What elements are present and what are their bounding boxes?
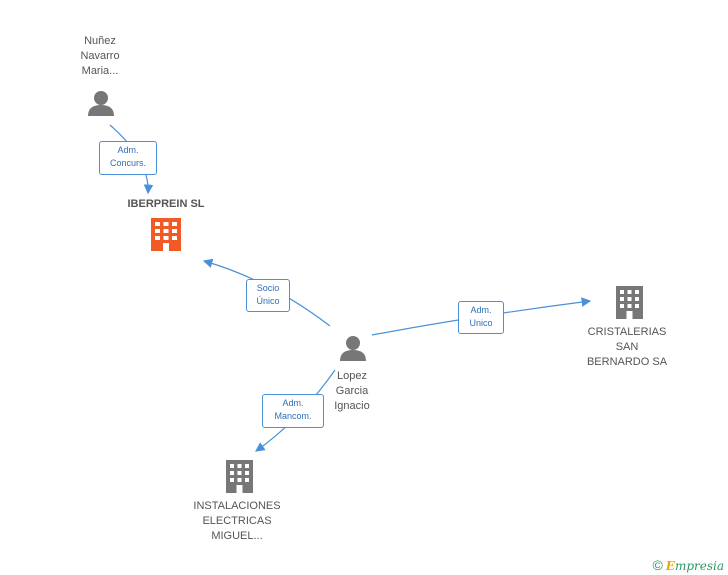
- person-icon[interactable]: [340, 336, 366, 361]
- node-label-lopez[interactable]: Lopez Garcia Ignacio: [334, 370, 370, 412]
- node-label-cristalerias[interactable]: CRISTALERIAS SAN BERNARDO SA: [586, 326, 668, 368]
- person-icon[interactable]: [88, 91, 114, 116]
- edge-label-adm-unico: Adm. Unico: [458, 301, 504, 334]
- empresia-logo[interactable]: ©Empresia: [652, 557, 724, 573]
- edge-label-socio-unico: Socio Único: [246, 279, 290, 312]
- node-label-nunez[interactable]: Nuñez Navarro Maria...: [80, 35, 120, 77]
- edge-label-adm-concurs: Adm. Concurs.: [99, 141, 157, 175]
- building-icon[interactable]: [226, 460, 253, 493]
- copyright-icon: ©: [652, 557, 663, 573]
- node-label-iberprein[interactable]: IBERPREIN SL: [127, 198, 205, 210]
- building-icon[interactable]: [151, 218, 181, 251]
- edge-label-adm-mancom: Adm. Mancom.: [262, 394, 324, 428]
- building-icon[interactable]: [616, 286, 643, 319]
- node-label-instalaciones[interactable]: INSTALACIONES ELECTRICAS MIGUEL...: [193, 500, 281, 542]
